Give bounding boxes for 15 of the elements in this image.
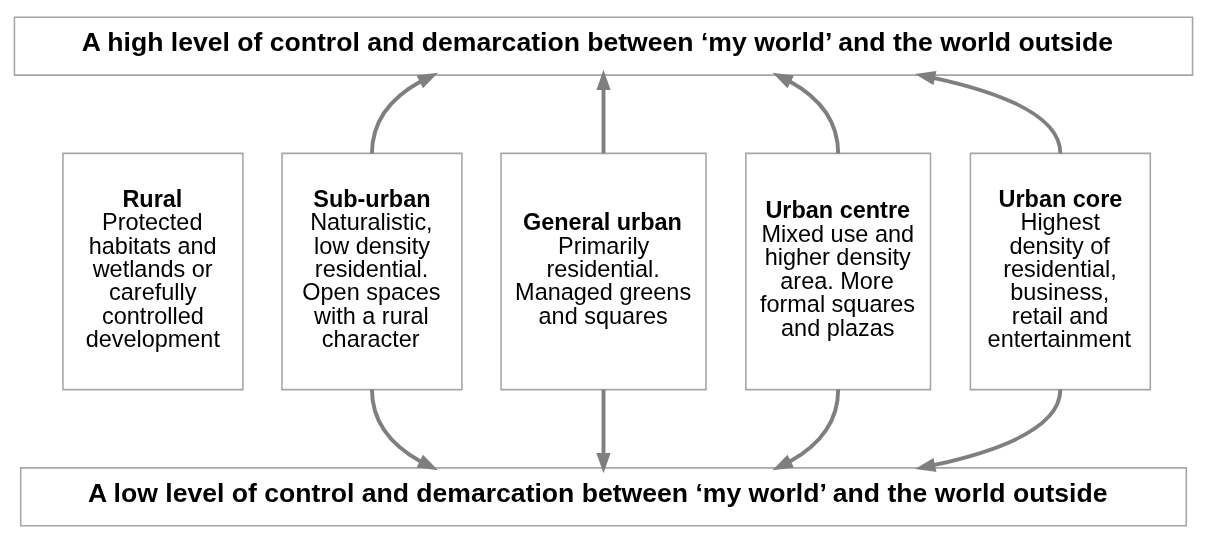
node-box: Urban core Highest density of residential, business, retail and entertainment bbox=[969, 152, 1152, 390]
node-box: Rural Protected habitats and wetlands or carefully controlled development bbox=[62, 152, 244, 390]
node-box: General urban Primarily residential. Managed greens and squares bbox=[500, 152, 707, 390]
node-box: A low level of control and demarcation between ‘my world’ and the world outside bbox=[19, 466, 1188, 526]
node-box: Sub-urban Naturalistic, low density residential. Open spaces with a rural character bbox=[281, 152, 463, 390]
arrow bbox=[772, 72, 841, 153]
arrow bbox=[370, 72, 439, 153]
arrow bbox=[596, 69, 611, 153]
node-box: Urban centre Mixed use and higher density area. More formal squares and plazas bbox=[745, 152, 932, 390]
node-box: A high level of control and demarcation between ‘my world’ and the world outside bbox=[13, 16, 1194, 76]
arrow bbox=[915, 70, 1063, 154]
arrow bbox=[370, 389, 439, 470]
arrow bbox=[596, 389, 611, 473]
arrow bbox=[772, 389, 841, 470]
arrow bbox=[915, 388, 1063, 472]
